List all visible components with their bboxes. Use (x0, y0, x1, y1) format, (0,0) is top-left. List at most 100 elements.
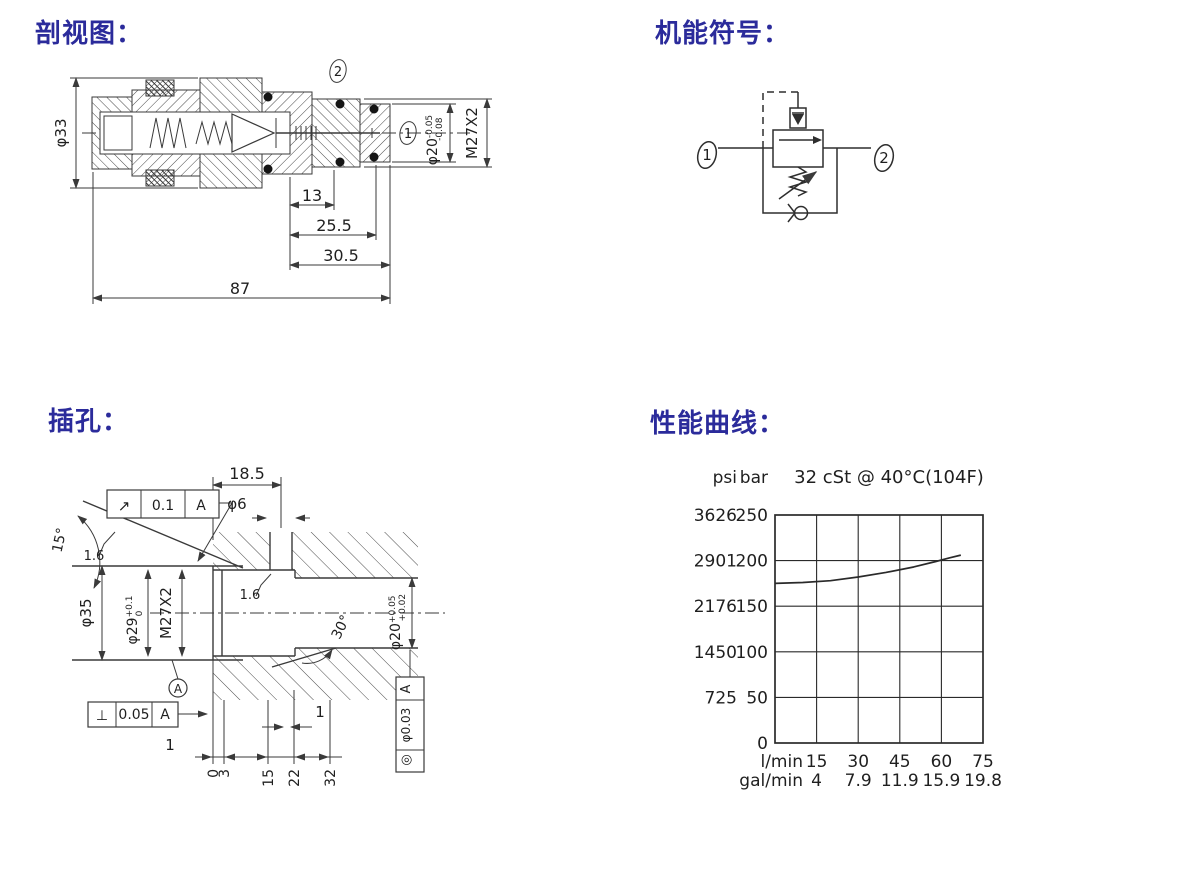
dim-label: ⊥ (96, 708, 108, 724)
y-tick-zero: 0 (757, 734, 768, 754)
dimension-lines (70, 77, 492, 304)
spring (149, 117, 187, 149)
x-tick: 7.9 (845, 771, 872, 791)
section-title-cavity: 插孔： (48, 407, 130, 437)
x-axis-unit: l/min (760, 752, 803, 772)
x-tick: 15 (806, 752, 828, 772)
dim-label: A (160, 707, 170, 723)
section-title-performance-curve: 性能曲线： (650, 409, 786, 439)
x-tick: 30 (847, 752, 869, 772)
vent-poppet-icon (792, 114, 804, 125)
dim-label: 1 (315, 703, 325, 721)
y-axis-unit-psi: psi (713, 468, 737, 488)
dim-label: M27X2 (463, 107, 481, 159)
x-axis-unit: gal/min (739, 771, 803, 791)
dim-label: φ20+0.05+0.02 (388, 594, 408, 650)
datum-a-label: A (174, 682, 183, 696)
perpendicularity-tolerance-box (87, 701, 179, 728)
o-ring-seals (263, 92, 379, 174)
bypass-line (762, 148, 838, 214)
pilot-spring (195, 120, 233, 146)
port-1-number: 1 (404, 127, 412, 142)
dim-label: φ35 (77, 599, 95, 628)
y-tick-psi: 2176 (694, 597, 737, 617)
chart-grid (775, 515, 983, 743)
dim-label: 32 (323, 769, 339, 787)
dim-label: 15 (261, 769, 277, 787)
port-1-number: 1 (702, 146, 712, 164)
y-tick-bar: 200 (736, 552, 768, 572)
flow-arrow-icon (813, 136, 822, 144)
datum-a-circle (168, 678, 188, 698)
y-tick-psi: 2901 (694, 552, 737, 572)
dim-label: φ33 (52, 119, 70, 148)
dim-label: φ29+0.10 (125, 596, 145, 645)
y-tick-psi: 725 (705, 688, 737, 708)
port-2-number: 2 (334, 65, 342, 80)
vent-box (789, 107, 807, 129)
x-tick: 11.9 (881, 771, 919, 791)
x-tick: 75 (972, 752, 994, 772)
section-title-cross-section: 剖视图： (35, 19, 144, 49)
chart-title: 32 cSt @ 40°C(104F) (794, 467, 984, 488)
dim-label: A (196, 498, 206, 514)
dim-label: 1.6 (84, 549, 105, 564)
y-tick-psi: 1450 (694, 643, 737, 663)
concentricity-tolerance-box (395, 676, 425, 773)
dim-label: A (399, 684, 414, 693)
dimension-lines (77, 477, 416, 764)
x-tick: 15.9 (922, 771, 960, 791)
dim-label: 30.5 (323, 246, 359, 265)
y-tick-bar: 250 (736, 506, 768, 526)
port-2-oval (873, 143, 895, 173)
check-seat-icon (787, 203, 796, 223)
angle-15-arc (77, 515, 102, 589)
dim-label: ◎ (399, 754, 414, 765)
dim-label: 15° (50, 526, 71, 554)
x-tick: 19.8 (964, 771, 1002, 791)
roughness-icon (98, 531, 116, 557)
runout-arrow-icon: ↗ (118, 497, 131, 515)
y-tick-psi: 3626 (694, 506, 737, 526)
dim-label: M27X2 (157, 587, 175, 639)
runout-leader (197, 502, 233, 562)
x-tick: 60 (931, 752, 953, 772)
y-tick-bar: 150 (736, 597, 768, 617)
dim-label: 25.5 (316, 216, 352, 235)
pressure-flow-curve (774, 554, 962, 585)
poppet-cone (231, 113, 276, 153)
roughness-icon (255, 573, 272, 597)
dim-label: φ6 (227, 495, 246, 513)
x-tick: 4 (811, 771, 822, 791)
dim-label: 0.1 (152, 498, 174, 514)
adjust-piston (103, 115, 133, 151)
angle-30-arc (301, 649, 333, 664)
port-2-number: 2 (879, 149, 889, 167)
port-1-oval (399, 121, 417, 145)
dim-label: 87 (230, 279, 250, 298)
dim-label: 0.05 (118, 707, 149, 723)
dim-label: 30° (329, 613, 354, 642)
valve-body (91, 77, 391, 189)
x-tick: 45 (889, 752, 911, 772)
dim-label: 22 (287, 769, 303, 787)
valve-square (772, 129, 824, 168)
y-axis-unit-bar: bar (740, 468, 768, 488)
radial-hole (269, 532, 293, 570)
tolerance-frames (87, 489, 425, 773)
port-2-oval (329, 59, 347, 83)
cavity-profile (72, 500, 418, 668)
dim-label: φ0.03 (399, 708, 413, 743)
pilot-line (762, 91, 798, 148)
dim-label: 3 (217, 769, 233, 778)
hatch-region (213, 532, 418, 700)
